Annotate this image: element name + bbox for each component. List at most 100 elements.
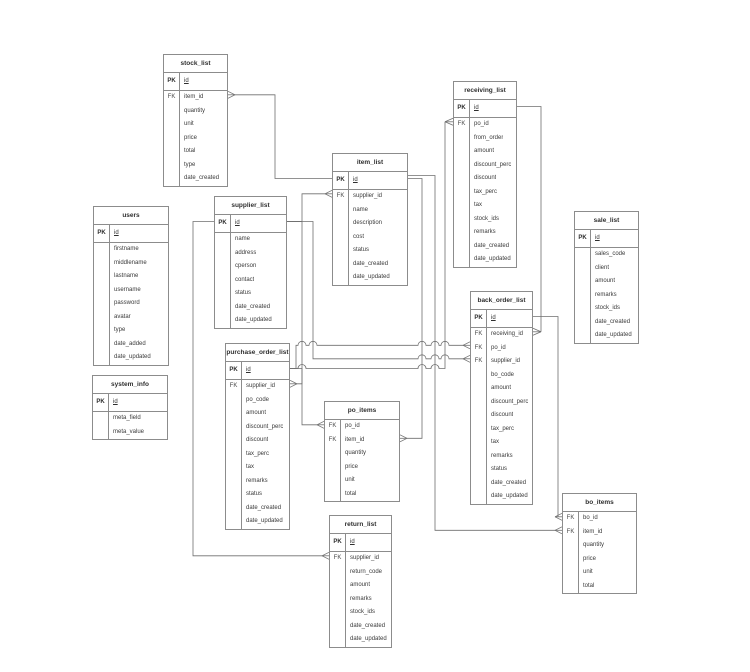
field-name: discount xyxy=(246,437,269,443)
key-badge xyxy=(226,420,242,434)
key-badge: PK xyxy=(454,100,470,117)
key-badge xyxy=(330,633,346,647)
key-badge xyxy=(563,579,579,593)
field-name: discount_perc xyxy=(474,161,512,168)
field-name: po_id xyxy=(345,423,360,429)
field-name: date_created xyxy=(246,504,282,511)
field-row: cperson xyxy=(215,260,286,274)
field-row: quantity xyxy=(164,104,227,118)
field-name: remarks xyxy=(595,291,617,298)
key-badge: PK xyxy=(94,225,110,242)
crows-foot xyxy=(532,331,542,336)
field-row: tax_perc xyxy=(454,185,516,199)
key-badge xyxy=(333,271,349,285)
field-row: bo_code xyxy=(471,368,532,382)
crows-foot xyxy=(324,189,333,195)
key-badge xyxy=(471,449,487,463)
field-name: total xyxy=(583,582,595,589)
field-name: id xyxy=(353,177,358,183)
field-name: name xyxy=(353,206,369,213)
field-name: remarks xyxy=(350,595,372,602)
key-badge xyxy=(471,382,487,396)
crows-foot xyxy=(316,424,325,429)
field-row: return_code xyxy=(330,565,391,579)
field-name: meta_value xyxy=(113,428,145,435)
field-name: tax_perc xyxy=(474,188,498,195)
field-row: price xyxy=(325,460,399,474)
key-badge xyxy=(94,283,110,297)
field-name: amount xyxy=(350,582,371,588)
key-badge: FK xyxy=(471,355,487,369)
crows-foot xyxy=(321,551,330,557)
key-badge xyxy=(215,300,231,314)
field-name: item_id xyxy=(583,528,603,535)
field-name: tax_perc xyxy=(246,450,270,457)
relationship-supplier_list.id->return_list.supplier_id xyxy=(192,221,322,557)
field-name: price xyxy=(184,134,198,141)
field-row: unit xyxy=(325,474,399,488)
key-badge xyxy=(325,487,341,501)
key-badge xyxy=(454,145,470,159)
field-name: discount xyxy=(474,175,497,181)
field-name: date_updated xyxy=(114,354,151,360)
key-badge xyxy=(94,310,110,324)
field-name: tax xyxy=(474,202,483,208)
field-row: address xyxy=(215,246,286,260)
key-badge xyxy=(226,447,242,461)
key-badge xyxy=(454,253,470,267)
field-name: amount xyxy=(491,385,512,391)
field-row: date_updated xyxy=(575,329,638,343)
key-badge xyxy=(226,461,242,475)
field-row: status xyxy=(471,463,532,477)
key-badge xyxy=(330,565,346,579)
key-badge xyxy=(226,488,242,502)
crows-foot xyxy=(444,117,454,123)
field-name: date_updated xyxy=(246,518,283,524)
key-badge: FK xyxy=(330,552,346,566)
field-row: discount_perc xyxy=(454,158,516,172)
field-name: unit xyxy=(184,121,194,127)
field-row: contact xyxy=(215,273,286,287)
field-row: date_created xyxy=(226,501,289,515)
field-name: amount xyxy=(246,410,267,416)
key-badge: FK xyxy=(325,433,341,447)
crows-foot xyxy=(554,529,563,535)
key-badge xyxy=(94,324,110,338)
field-row: date_updated xyxy=(333,271,407,285)
field-row: remarks xyxy=(454,226,516,240)
field-name: middlename xyxy=(114,259,147,266)
table-title: sale_list xyxy=(575,212,638,230)
field-name: type xyxy=(184,161,196,168)
field-name: remarks xyxy=(491,452,513,459)
field-name: avatar xyxy=(114,313,131,320)
field-row: lastname xyxy=(94,270,168,284)
key-badge xyxy=(215,287,231,301)
field-name: date_updated xyxy=(350,636,387,642)
key-badge xyxy=(471,409,487,423)
field-row: middlename xyxy=(94,256,168,270)
key-badge xyxy=(94,243,110,257)
key-badge xyxy=(333,230,349,244)
relationship-purchase_order_list.id->po_items.po_id xyxy=(290,368,317,426)
field-row: date_added xyxy=(94,337,168,351)
key-badge xyxy=(563,539,579,553)
key-badge xyxy=(575,329,591,343)
